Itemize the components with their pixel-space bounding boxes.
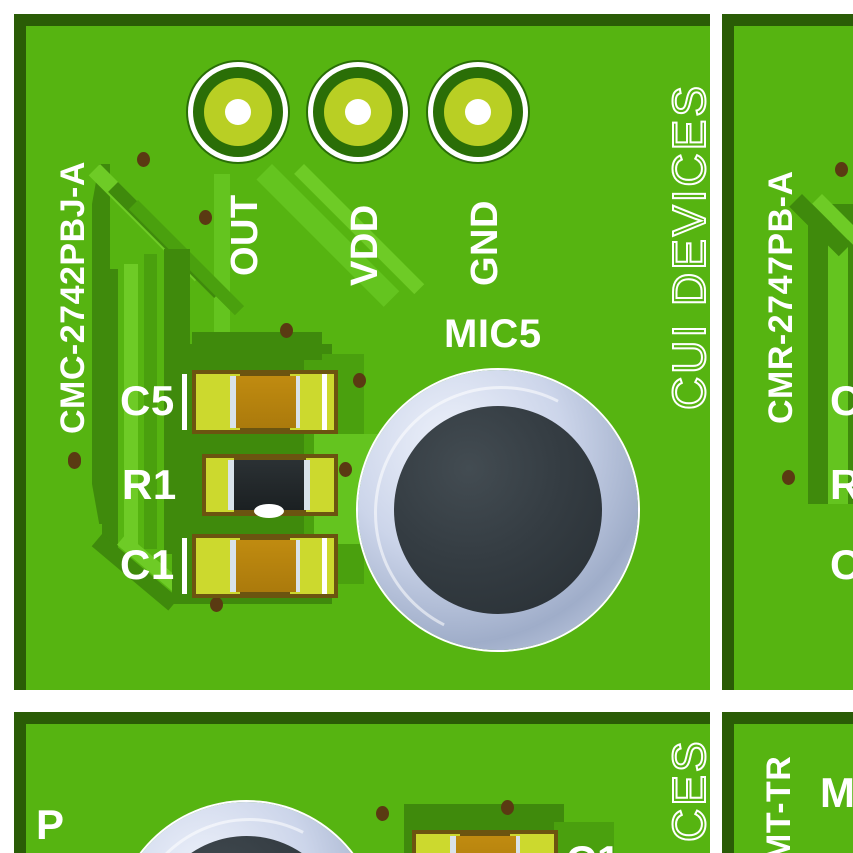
- via: [339, 462, 352, 477]
- cap-terminal-right: [510, 834, 554, 853]
- c5-body: [236, 376, 296, 428]
- component-label-c1-bottom-left: C1: [566, 840, 621, 853]
- pad-hole-gnd: [465, 99, 491, 125]
- cap-body: [456, 836, 516, 853]
- component-c1-bottom-left: [412, 830, 558, 853]
- component-label-r: R: [830, 461, 853, 508]
- board-bottom-left: P CES C1: [14, 712, 710, 853]
- brand-logo-partial: CES: [662, 737, 710, 843]
- via: [199, 210, 212, 225]
- board-bottom-right: MT-TR M: [722, 712, 853, 853]
- component-c5: [192, 370, 338, 434]
- component-label-c1: C1: [120, 541, 175, 588]
- pad-hole-vdd: [345, 99, 371, 125]
- via: [501, 800, 514, 815]
- component-label-c-top: C: [830, 377, 853, 424]
- copper-trace-out: [214, 174, 230, 374]
- via: [835, 162, 848, 177]
- brand-logo-cui-devices: CUI DEVICES: [662, 82, 710, 411]
- component-label-c5: C5: [120, 377, 175, 424]
- pad-hole-out: [225, 99, 251, 125]
- copper-pad-strip-top: [192, 332, 322, 360]
- board-top-left: OUT VDD GND CMC-2742PBJ-A CUI DEVICES C5: [14, 14, 710, 690]
- pad-silk-circle-out: [188, 62, 288, 162]
- pin-label-out: OUT: [224, 194, 266, 276]
- board-part-number-top-left: CMC-2742PBJ-A: [54, 161, 92, 434]
- component-label-m: M: [820, 769, 853, 816]
- copper-run-1: [102, 269, 118, 549]
- component-r1: [202, 454, 338, 518]
- copper-island-right: [554, 822, 614, 853]
- cap-metal-cap-left: [450, 836, 459, 853]
- board-part-number-bottom-right: MT-TR: [760, 755, 798, 853]
- via: [376, 806, 389, 821]
- board-part-number-bottom-left: P: [36, 801, 65, 848]
- board-top-right: CMR-2747PB-A C R C: [722, 14, 853, 690]
- pad-silk-circle-gnd: [428, 62, 528, 162]
- component-polarity-mark-c5: [182, 374, 187, 430]
- panel-gap-vertical: [710, 0, 722, 853]
- component-label-r1: R1: [122, 461, 177, 508]
- board-substrate: [734, 724, 853, 853]
- r1-body: [234, 460, 304, 510]
- pin-label-vdd: VDD: [344, 204, 386, 286]
- copper-run-2: [124, 264, 138, 549]
- copper-trace: [828, 224, 848, 504]
- r1-metal-cap-right: [302, 460, 310, 510]
- via: [782, 470, 795, 485]
- mic5-acoustic-port: [394, 406, 602, 614]
- component-outline-mark-c1-right: [322, 538, 327, 594]
- pin-label-gnd: GND: [464, 200, 506, 286]
- via: [280, 323, 293, 338]
- component-label-c-bottom: C: [830, 541, 853, 588]
- r1-solder-mark: [254, 504, 284, 518]
- component-label-mic5: MIC5: [444, 312, 542, 356]
- copper-run-3: [144, 254, 157, 549]
- board-part-number-top-right: CMR-2747PB-A: [762, 170, 800, 425]
- component-polarity-mark-c1: [182, 538, 187, 594]
- c5-metal-cap-left: [230, 376, 239, 428]
- cap-terminal-left: [416, 834, 460, 853]
- r1-terminal-right: [306, 458, 334, 512]
- component-c1: [192, 534, 338, 598]
- via: [353, 373, 366, 388]
- via: [137, 152, 150, 167]
- c1-body: [236, 540, 296, 592]
- panel-gap-horizontal: [0, 700, 853, 712]
- c1-metal-cap-left: [230, 540, 239, 592]
- r1-metal-cap-left: [228, 460, 236, 510]
- component-outline-mark-c5-right: [322, 374, 327, 430]
- pad-silk-circle-vdd: [308, 62, 408, 162]
- via: [68, 454, 81, 469]
- via: [210, 597, 223, 612]
